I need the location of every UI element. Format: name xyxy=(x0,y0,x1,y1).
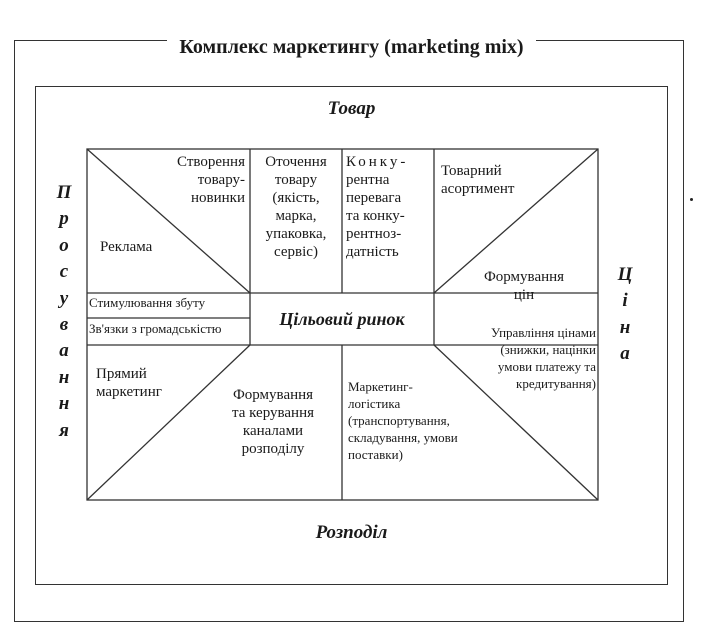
cell-advertising: Реклама xyxy=(100,239,153,255)
cell-marketing-logistics: Маркетинг- логістика (транспортування, с… xyxy=(348,379,458,462)
diagonal-top-left xyxy=(86,148,251,294)
side-product: Товар xyxy=(327,98,376,119)
cell-direct-marketing: Прямий маркетинг xyxy=(96,366,162,400)
inner-frame xyxy=(35,86,668,585)
cell-sales-promotion: Стимулювання збуту xyxy=(89,295,206,310)
side-price: Ц і н а xyxy=(617,264,633,365)
target-market: Цільовий ринок xyxy=(279,308,405,329)
cell-competitive-advantage: Конку- рентна перевага та конку- рентноз… xyxy=(346,154,409,260)
cell-assortment: Товарний асортимент xyxy=(441,163,515,197)
diagonal-bottom-left xyxy=(86,344,251,501)
diagram-title: Комплекс маркетингу (marketing mix) xyxy=(0,36,703,59)
cell-product-packaging: Оточення товару (якість, марка, упаковка… xyxy=(265,154,327,260)
cell-public-relations: Зв'язки з громадськістю xyxy=(89,321,222,336)
diagonal-top-right xyxy=(433,148,599,294)
side-distribution: Розподіл xyxy=(315,522,388,543)
stray-dot xyxy=(690,198,693,201)
cell-pricing: Формування цін xyxy=(483,269,565,303)
cell-price-management: Управління цінами (знижки, націнки умови… xyxy=(491,325,596,391)
cell-distribution-channels: Формування та керування каналами розподі… xyxy=(231,387,315,457)
diagonal-bottom-right xyxy=(433,344,599,501)
cell-new-product: Створення товару- новинки xyxy=(177,154,245,206)
side-promotion: П р о с у в а н н я xyxy=(56,182,72,441)
